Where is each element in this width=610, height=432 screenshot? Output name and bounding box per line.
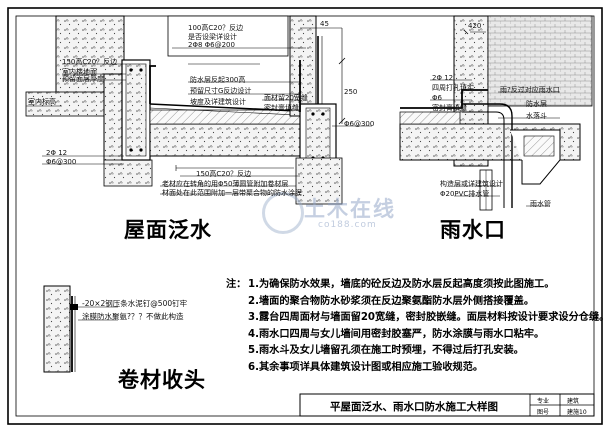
label-reserved: 预留面层厚度 bbox=[62, 75, 104, 83]
outlet-waterproof: 防水层 bbox=[526, 100, 547, 108]
outlet-dim-420: 420 bbox=[468, 22, 482, 30]
rain-outlet-detail bbox=[399, 15, 593, 211]
label-rebar-2: 2Φ 12 bbox=[46, 149, 68, 157]
outlet-parapet: 水落斗 bbox=[526, 112, 547, 120]
label-stirrup-300: Φ6@300 bbox=[344, 120, 375, 128]
outlet-construction: 构造层或详建筑设计 bbox=[440, 180, 503, 188]
title-block-cell-1: 专业 bbox=[537, 398, 550, 405]
notes-heading: 注： bbox=[226, 279, 247, 290]
note-3: 3.露台四周面材与墙面留20宽缝，密封胶嵌缝。面层材料按设计要求设分仓缝。 bbox=[248, 312, 610, 323]
roof-flashing-title: 屋面泛水 bbox=[124, 218, 212, 242]
title-block-cell-3: 图号 bbox=[537, 409, 550, 416]
label-slope: 坡度及详建筑设计 bbox=[190, 98, 246, 106]
label-sealant: 密封膏填缝 bbox=[264, 104, 299, 112]
label-wall-type: 室内楼地面 bbox=[62, 68, 97, 76]
note-6: 6.其余事项详具体建筑设计图或相应施工验收规范。 bbox=[248, 361, 484, 373]
title-block-lines bbox=[299, 393, 595, 417]
label-100-kerb: 100高C20？反边 bbox=[188, 24, 244, 32]
membrane-line-2: 涂膜防水聚氨?？？不做此构造 bbox=[82, 312, 184, 321]
outlet-sealant: 密封膏填缝 bbox=[432, 104, 467, 112]
membrane-line-1: -20×2钢压条水泥钉@500钉牢 bbox=[82, 299, 188, 308]
membrane-end-title: 卷材收头 bbox=[118, 368, 206, 392]
outlet-wall-cut: 四周打孔填实 bbox=[432, 84, 474, 92]
drawing-number: 建施10 bbox=[567, 409, 587, 416]
label-indoor-mark: 室内标高 bbox=[28, 98, 56, 106]
label-protect-300: 防水层反起300高 bbox=[190, 76, 246, 84]
outlet-pvc: Φ20PVC排水管 bbox=[440, 190, 490, 198]
note-4: 4.雨水口四周与女儿墙间用密封胶塞严，防水涂膜与雨水口粘牢。 bbox=[248, 328, 545, 340]
label-stirrup-200: 2Φ8 Φ6@200 bbox=[188, 41, 235, 49]
outlet-rain-cap: 雨?反过对应雨水口 bbox=[500, 86, 560, 94]
watermark-logo bbox=[262, 192, 304, 234]
label-150-kerb-left: 150高C20？反边 bbox=[62, 58, 118, 66]
dim-45: 45 bbox=[320, 20, 329, 28]
note-5: 5.雨水斗及女儿墙留孔须在施工时预埋，不得过后打孔安装。 bbox=[248, 345, 524, 356]
outlet-rebar: 2Φ 12 bbox=[432, 74, 454, 82]
roof-flashing-detail bbox=[25, 15, 372, 205]
label-reserve-g: 预留尺寸G反边设计 bbox=[190, 87, 252, 95]
label-gap-20: 面材留20宽缝 bbox=[264, 94, 308, 102]
watermark-name: 土木在线 bbox=[304, 197, 396, 221]
label-lower-note-2: 材面处在此范围附加一层带聚合物的防水涂膜 bbox=[162, 189, 302, 197]
label-lower-note-1: 老材应在转角的用Φ50薄圆管附加卷材层 bbox=[162, 180, 289, 188]
membrane-end-detail bbox=[43, 285, 118, 373]
note-2: 2.墙面的聚合物防水砂浆须在反边聚氨酯防水层外侧搭接覆盖。 bbox=[248, 295, 535, 307]
outlet-stirrup: Φ6 bbox=[432, 94, 442, 102]
note-1: 1.为确保防水效果，墙底的砼反边及防水层反起高度须按此图施工。 bbox=[248, 279, 555, 290]
watermark-url: co188.com bbox=[318, 220, 377, 230]
dim-250: 250 bbox=[344, 88, 358, 96]
label-structure: 是否设梁详设计 bbox=[188, 33, 237, 41]
outlet-rain-pipe: 雨水管 bbox=[530, 200, 551, 208]
title-block-cell-2: 建筑 bbox=[567, 398, 580, 405]
label-150-kerb-bottom: 150高C20？反边 bbox=[196, 170, 252, 178]
drawing-title: 平屋面泛水、雨水口防水施工大样图 bbox=[330, 401, 498, 413]
rain-outlet-title: 雨水口 bbox=[440, 218, 506, 242]
label-stirrup-1: Φ6@300 bbox=[46, 158, 77, 166]
